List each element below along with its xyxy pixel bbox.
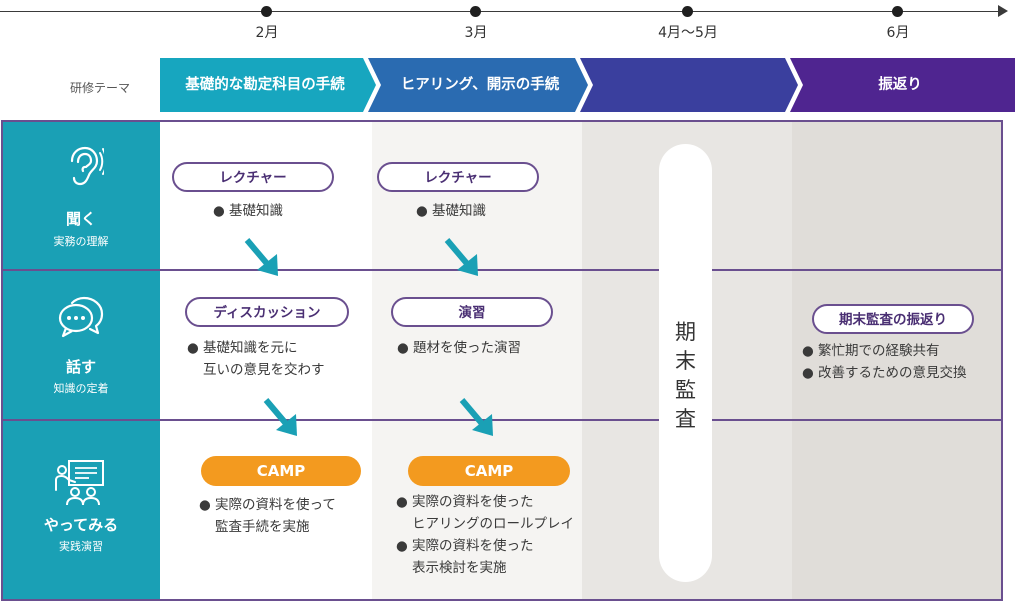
grid-row-divider-1	[2, 269, 1003, 271]
pill-lecture-mar: レクチャー	[377, 162, 539, 192]
flow-arrow-feb-2	[263, 398, 297, 436]
ear-icon	[70, 146, 104, 186]
row-header-listen: 聞く 実務の理解	[2, 121, 160, 270]
note-jun-talk: ●繁忙期での経験共有 ●改善するための意見交換	[802, 343, 967, 381]
grid-bottom-border	[2, 599, 1003, 601]
theme-stage-1: 基礎的な勘定科目の手続	[185, 77, 345, 93]
timeline-label-mar: 3月	[464, 25, 488, 41]
row-subtitle-do: 実践演習	[59, 540, 103, 553]
flow-arrow-feb-1	[244, 238, 278, 276]
timeline-label-jun: 6月	[886, 25, 910, 41]
column-feb	[160, 121, 372, 601]
row-subtitle-listen: 実務の理解	[53, 235, 109, 248]
row-title-do: やってみる	[43, 516, 119, 534]
grid-top-border	[2, 120, 1003, 122]
theme-banner	[160, 58, 1015, 112]
pill-exercise-mar: 演習	[391, 297, 553, 327]
pill-camp-feb: CAMP	[201, 456, 361, 486]
row-subtitle-talk: 知識の定着	[53, 382, 109, 395]
timeline-label-apr-may: 4月～5月	[658, 25, 718, 41]
theme-stage-4: 振返り	[878, 77, 922, 93]
theme-stage-3-shape	[580, 58, 798, 112]
presentation-icon	[55, 460, 104, 506]
theme-stage-2-shape	[368, 58, 588, 112]
row-header-talk: 話す 知識の定着	[2, 270, 160, 420]
note-mar-listen: ●基礎知識	[416, 203, 486, 219]
timeline-arrowhead	[998, 5, 1008, 17]
timeline-dot-jun	[892, 6, 903, 17]
theme-stage-4-shape	[790, 58, 1015, 112]
grid-right-border	[1001, 120, 1003, 601]
flow-arrow-mar-2	[459, 398, 493, 436]
pill-discussion-feb: ディスカッション	[185, 297, 349, 327]
note-feb-do: ●実際の資料を使って 監査手続を実施	[199, 497, 336, 535]
row-header-do: やってみる 実践演習	[2, 420, 160, 601]
row-title-listen: 聞く	[65, 210, 96, 228]
grid-left-border	[1, 120, 3, 601]
flow-arrow-mar-1	[444, 238, 478, 276]
column-mar	[372, 121, 582, 601]
timeline-label-feb: 2月	[255, 25, 279, 41]
pill-camp-mar: CAMP	[408, 456, 570, 486]
column-jun	[792, 121, 1002, 601]
timeline-axis	[0, 11, 1005, 12]
theme-stage-1-shape	[160, 58, 376, 112]
period-block	[659, 144, 712, 582]
period-block-label: 期 末 監 査	[675, 320, 696, 431]
pill-lecture-feb: レクチャー	[172, 162, 334, 192]
note-mar-talk: ●題材を使った演習	[397, 340, 521, 356]
speech-bubbles-icon	[58, 296, 104, 338]
theme-label: 研修テーマ	[70, 81, 131, 95]
row-title-talk: 話す	[65, 358, 96, 376]
theme-stage-2: ヒアリング、開示の手続	[400, 77, 560, 93]
note-feb-listen: ●基礎知識	[213, 203, 283, 219]
timeline-dot-mar	[470, 6, 481, 17]
timeline-dot-feb	[261, 6, 272, 17]
note-feb-talk: ●基礎知識を元に 互いの意見を交わす	[187, 340, 325, 378]
note-mar-do: ●実際の資料を使った ヒアリングのロールプレイ ●実際の資料を使った 表示検討を…	[396, 494, 574, 576]
grid-row-divider-2	[2, 419, 1003, 421]
timeline-dot-apr-may	[682, 6, 693, 17]
pill-review-jun: 期末監査の振返り	[812, 304, 974, 334]
